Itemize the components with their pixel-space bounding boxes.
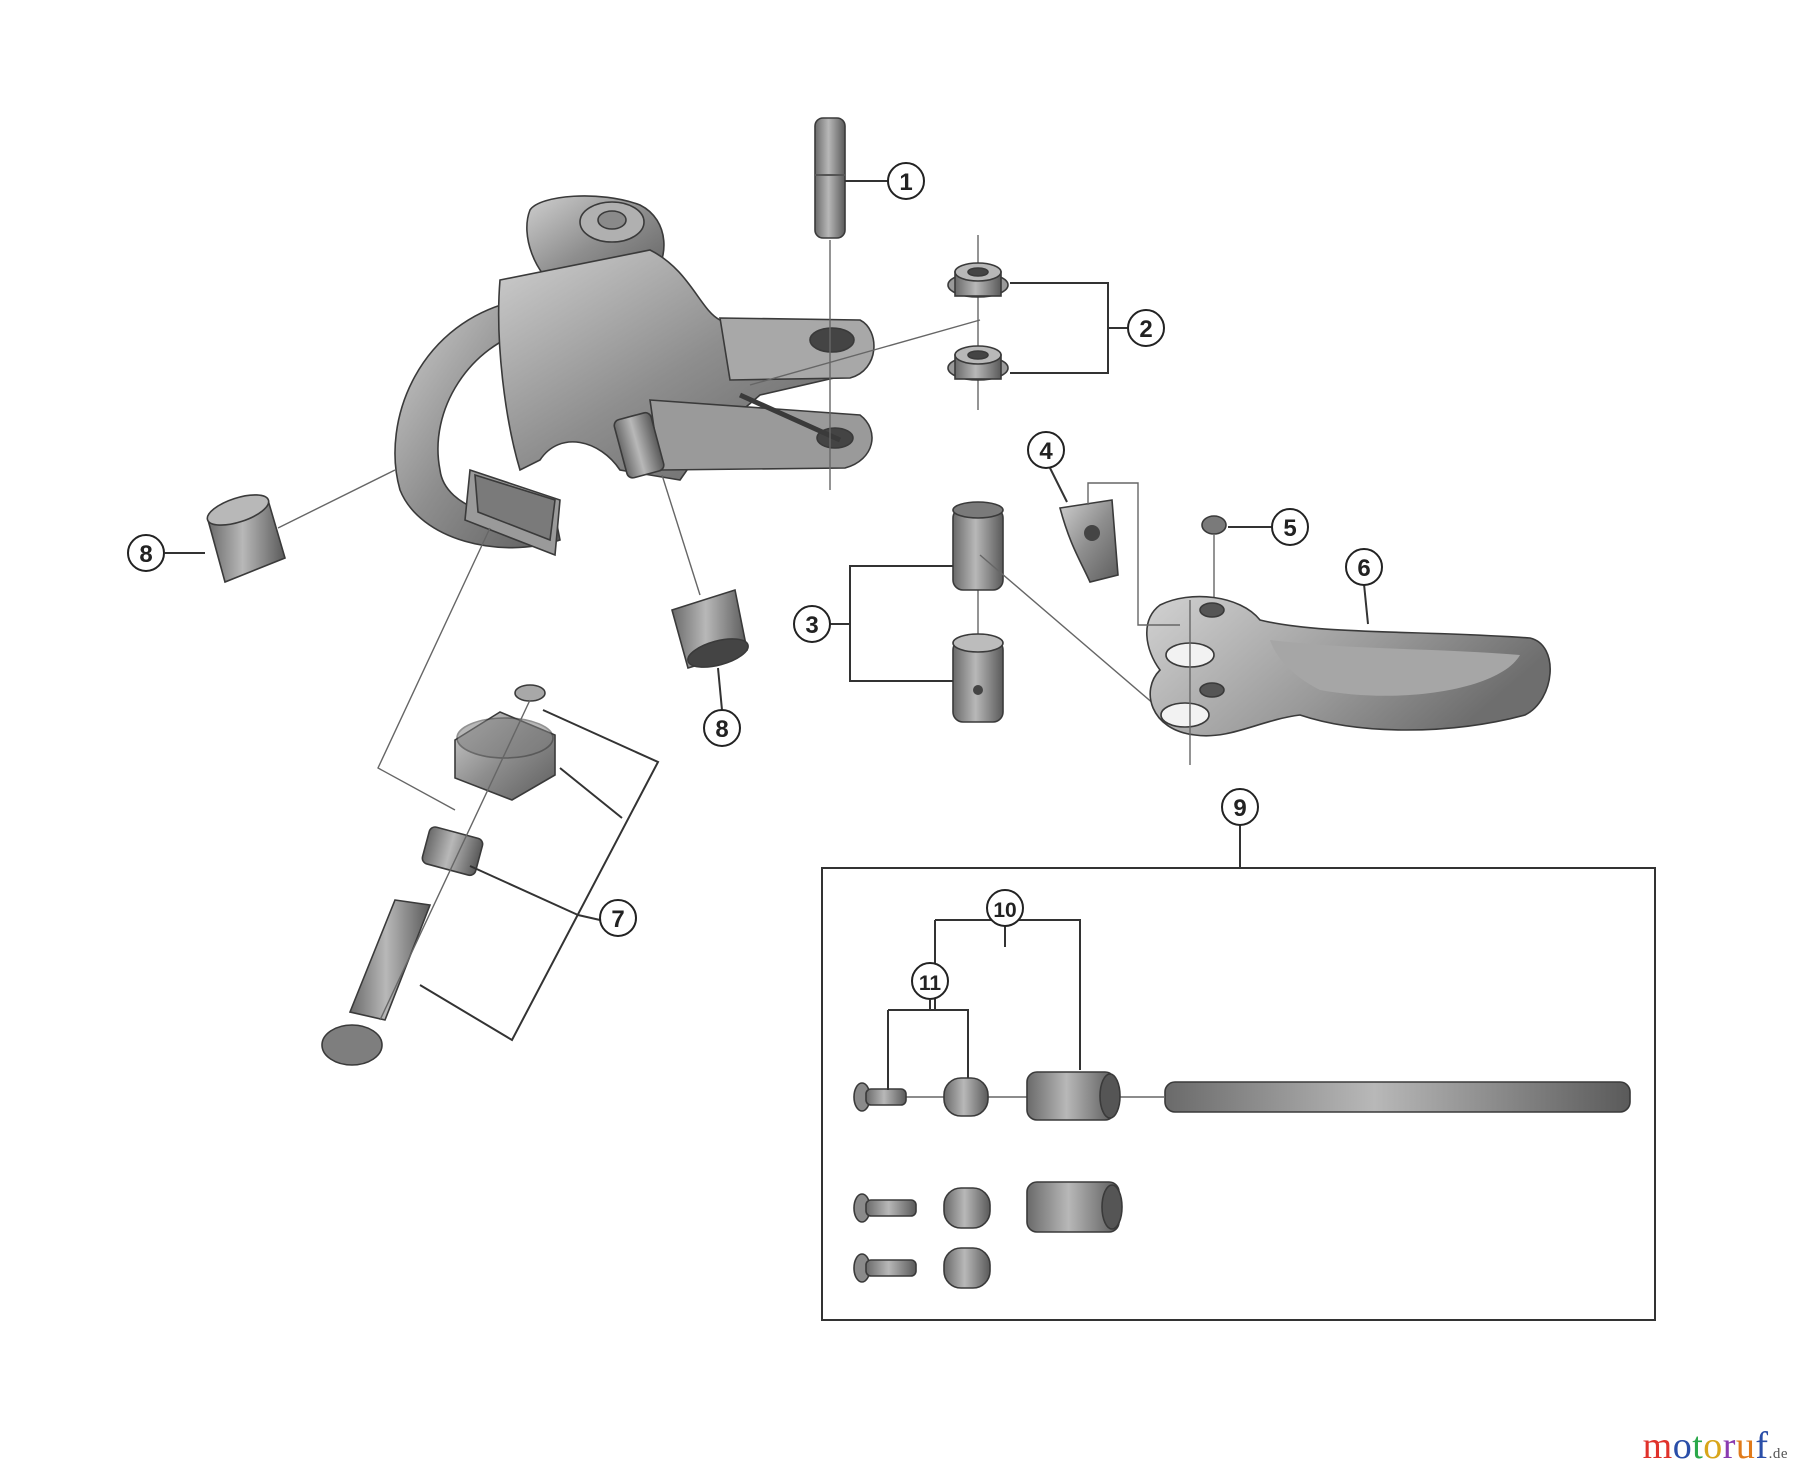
callout-6: 6 xyxy=(1345,548,1383,586)
insert-pin-row2 xyxy=(853,1193,917,1223)
callout-8-left: 8 xyxy=(127,534,165,572)
svg-text:3: 3 xyxy=(805,612,818,639)
bushing-part xyxy=(947,235,1009,410)
olive-row3 xyxy=(943,1247,991,1289)
svg-text:5: 5 xyxy=(1283,515,1296,542)
pin-part xyxy=(814,117,846,490)
watermark-logo: motoruf.de xyxy=(1643,1424,1788,1468)
watermark-tld: .de xyxy=(1768,1446,1788,1462)
callout-10: 10 xyxy=(986,889,1024,927)
svg-text:2: 2 xyxy=(1139,316,1152,343)
insert-pin-row1 xyxy=(853,1082,907,1112)
svg-text:6: 6 xyxy=(1357,555,1370,582)
svg-text:4: 4 xyxy=(1039,438,1053,465)
svg-text:8: 8 xyxy=(139,541,152,568)
watermark-letter: m xyxy=(1642,1425,1673,1467)
callout-9: 9 xyxy=(1221,788,1259,826)
callout-5: 5 xyxy=(1271,508,1309,546)
olive-row1 xyxy=(943,1077,989,1117)
cam-sleeve-part xyxy=(952,501,1191,736)
clamp-bolt-part xyxy=(321,684,556,1066)
watermark-text: motoruf xyxy=(1643,1425,1769,1467)
callout-11: 11 xyxy=(911,962,949,1000)
svg-text:1: 1 xyxy=(899,169,912,196)
set-screw-part xyxy=(1201,515,1227,605)
spring-clip-part xyxy=(1058,499,1119,583)
callout-8-right: 8 xyxy=(703,709,741,747)
connector-row1 xyxy=(1026,1071,1121,1121)
connector-row2 xyxy=(1026,1181,1123,1233)
cap-part-right xyxy=(661,474,749,670)
hose-part xyxy=(1164,1081,1631,1113)
callout-4: 4 xyxy=(1027,431,1065,469)
lever-body-part xyxy=(394,195,875,557)
svg-text:10: 10 xyxy=(993,899,1016,922)
leader-lines xyxy=(165,180,1369,1090)
hose-kit-box xyxy=(821,867,1656,1321)
watermark-letter: t xyxy=(1692,1425,1704,1467)
olive-row2 xyxy=(943,1187,991,1229)
svg-text:7: 7 xyxy=(611,906,624,933)
callout-7: 7 xyxy=(599,899,637,937)
svg-text:9: 9 xyxy=(1233,795,1246,822)
svg-text:11: 11 xyxy=(919,972,942,995)
insert-pin-row3 xyxy=(853,1253,917,1283)
watermark-letter: o xyxy=(1672,1425,1693,1467)
watermark-letter: u xyxy=(1735,1425,1756,1467)
lever-blade-part xyxy=(1146,595,1551,765)
watermark-letter: o xyxy=(1703,1425,1723,1467)
watermark-letter: f xyxy=(1755,1425,1769,1467)
callout-2: 2 xyxy=(1127,309,1165,347)
cap-part-left xyxy=(206,469,396,584)
svg-text:8: 8 xyxy=(715,716,728,743)
watermark-letter: r xyxy=(1722,1425,1736,1467)
callout-1: 1 xyxy=(887,162,925,200)
callout-3: 3 xyxy=(793,605,831,643)
